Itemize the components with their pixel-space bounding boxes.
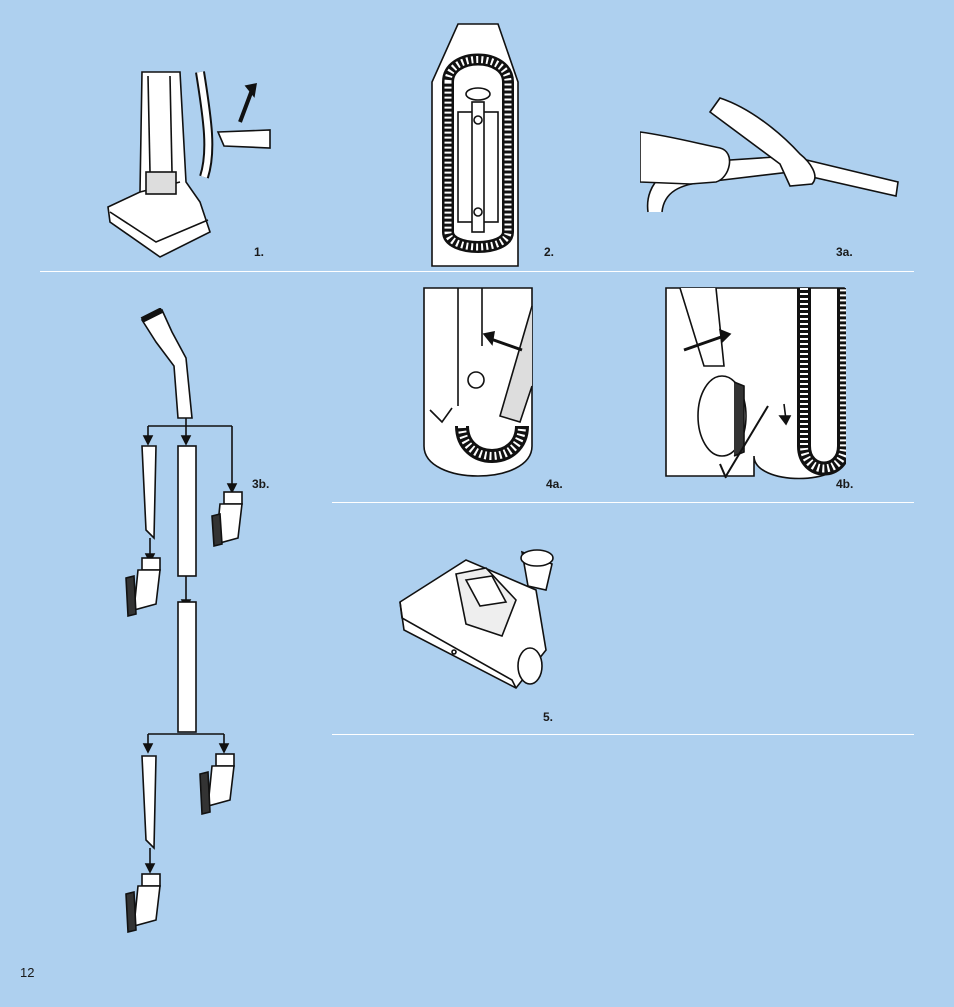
figure-1-vacuum-hose-removal — [100, 62, 280, 262]
figure-4b-label: 4b. — [836, 477, 853, 491]
figure-3b-attachment-combinations — [120, 308, 260, 938]
page-number: 12 — [20, 965, 34, 980]
figure-4b-tool-storage — [664, 286, 846, 486]
figure-3a-label: 3a. — [836, 245, 853, 259]
figure-4a-hose-connection — [422, 286, 534, 486]
figure-5-label: 5. — [543, 710, 553, 724]
figure-3b-label: 3b. — [252, 477, 269, 491]
figure-2-label: 2. — [544, 245, 554, 259]
divider-bottom — [332, 734, 914, 735]
figure-4a-label: 4a. — [546, 477, 563, 491]
divider-middle — [332, 502, 914, 503]
divider-top — [40, 271, 914, 272]
figure-5-turbo-brush — [396, 540, 556, 700]
figure-2-hose-storage — [428, 22, 528, 268]
figure-3a-wand-attach — [640, 92, 904, 216]
figure-1-label: 1. — [254, 245, 264, 259]
